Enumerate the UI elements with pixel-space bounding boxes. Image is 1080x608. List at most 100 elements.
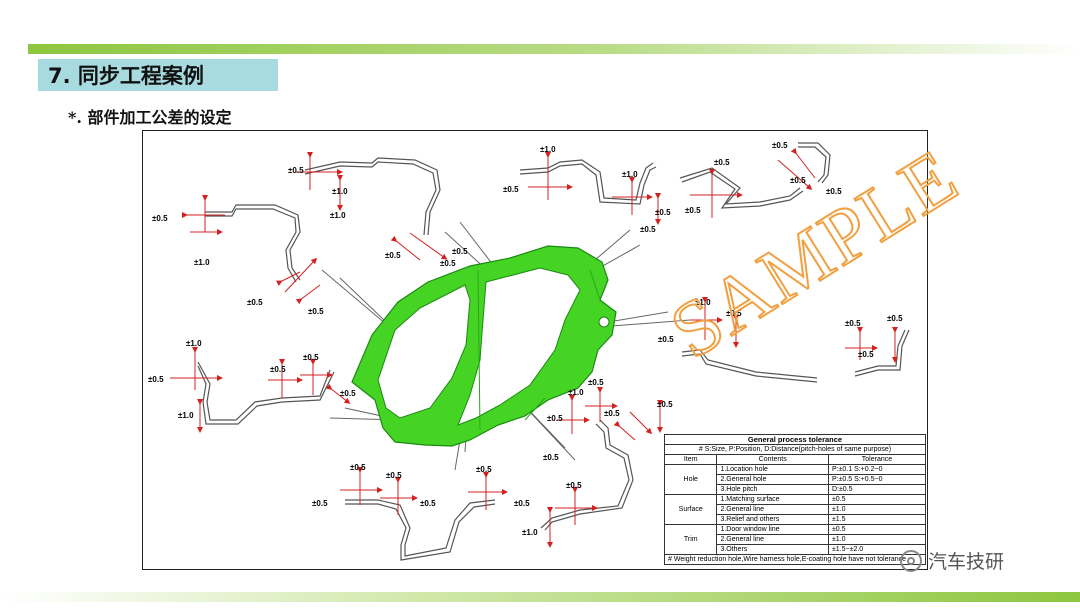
table-title: General process tolerance	[664, 434, 926, 445]
table-cell: 3.Others	[716, 544, 829, 555]
bottom-accent-bar	[0, 592, 1080, 602]
section-profile	[345, 503, 496, 561]
tolerance-label: ±0.5	[604, 409, 620, 418]
table-cell: 1.Matching surface	[716, 494, 829, 505]
section-profile	[197, 361, 331, 421]
dimension-marks	[170, 152, 898, 548]
table-cell: 3.Hole pitch	[716, 484, 829, 495]
tolerance-label: ±1.0	[194, 258, 210, 267]
table-cell: ±1.0	[827, 534, 927, 545]
section-profile	[304, 157, 441, 236]
table-cell: P:±0.1 S:+0.2~0	[827, 464, 927, 475]
section-profile	[854, 329, 906, 373]
tolerance-label: ±0.5	[790, 176, 806, 185]
section-profile	[304, 161, 437, 236]
section-profile	[205, 208, 297, 283]
tolerance-label: ±0.5	[308, 307, 324, 316]
wechat-icon	[900, 549, 922, 572]
tolerance-label: ±1.0	[622, 170, 638, 179]
brand-watermark: 汽车技研	[900, 547, 1004, 574]
tolerance-label: ±0.5	[714, 158, 730, 167]
table-cell: 1.Door window line	[716, 524, 829, 535]
tolerance-label: ±0.5	[640, 225, 656, 234]
table-cell: ±0.5	[827, 524, 927, 535]
table-cell: P:±0.5 S:+0.5~0	[827, 474, 927, 485]
tolerance-label: ±0.5	[385, 251, 401, 260]
table-cell: 1.Location hole	[716, 464, 829, 475]
tolerance-label: ±1.0	[332, 187, 348, 196]
section-profile	[519, 159, 654, 201]
tolerance-label: ±1.0	[540, 145, 556, 154]
section-profile	[544, 419, 634, 531]
tolerance-label: ±1.0	[330, 211, 346, 220]
tolerance-label: ±0.5	[845, 319, 861, 328]
table-cell: ±1.5	[827, 514, 927, 525]
section-profile	[681, 353, 818, 383]
tolerance-label: ±0.5	[685, 206, 701, 215]
tolerance-label: ±1.0	[186, 339, 202, 348]
section-profile	[798, 142, 831, 184]
table-cell: ±0.5	[827, 494, 927, 505]
general-process-tolerance-table: General process tolerance # S:Size, P:Po…	[663, 434, 927, 565]
tolerance-label: ±0.5	[247, 298, 263, 307]
top-accent-bar	[28, 44, 1080, 54]
section-profile	[540, 423, 630, 529]
table-cell: 3.Relief and others	[716, 514, 829, 525]
column-header: Tolerance	[827, 454, 927, 465]
tolerance-label: ±0.5	[420, 499, 436, 508]
tolerance-label: ±0.5	[452, 247, 468, 256]
tolerance-label: ±0.5	[312, 499, 328, 508]
tolerance-label: ±0.5	[566, 481, 582, 490]
table-legend: # S:Size, P:Position, D:Distance(pitch-h…	[664, 444, 926, 455]
tolerance-label: ±0.5	[858, 350, 874, 359]
tolerance-label: ±0.5	[547, 414, 563, 423]
tolerance-label: ±0.5	[657, 400, 673, 409]
section-profile	[197, 365, 335, 425]
table-cell: ±1.0	[827, 504, 927, 515]
column-header: Item	[663, 454, 718, 465]
tolerance-label: ±0.5	[887, 314, 903, 323]
table-cell: D:±0.5	[827, 484, 927, 495]
tolerance-label: ±0.5	[503, 185, 519, 194]
tolerance-label: ±0.5	[655, 208, 671, 217]
tolerance-label: ±1.0	[695, 298, 711, 307]
tolerance-label: ±0.5	[514, 499, 530, 508]
tolerance-label: ±0.5	[350, 463, 366, 472]
slide-title: 7. 同步工程案例	[38, 59, 278, 91]
group-label: Trim	[663, 524, 718, 555]
tolerance-label: ±1.0	[522, 528, 538, 537]
tolerance-labels: ±0.5 ±1.0 ±0.5 ±0.5 ±1.0 ±0.5 ±1.0 ±0.5 …	[148, 141, 903, 537]
tolerance-label: ±0.5	[726, 309, 742, 318]
tolerance-label: ±1.0	[178, 411, 194, 420]
tolerance-label: ±0.5	[340, 389, 356, 398]
section-profile	[681, 349, 818, 379]
section-profile	[679, 167, 801, 205]
group-label: Hole	[663, 464, 718, 495]
column-header: Contents	[716, 454, 829, 465]
tolerance-label: ±0.5	[386, 471, 402, 480]
tolerance-label: ±0.5	[440, 259, 456, 268]
table-cell: 2.General line	[716, 534, 829, 545]
section-profile	[798, 146, 827, 183]
tolerance-label: ±0.5	[826, 187, 842, 196]
slide-subtitle: *. 部件加工公差的设定	[68, 108, 232, 127]
table-cell: 2.General hole	[716, 474, 829, 485]
green-body-side	[351, 245, 617, 447]
tolerance-label: ±0.5	[303, 353, 319, 362]
tolerance-label: ±0.5	[658, 335, 674, 344]
tolerance-label: ±0.5	[772, 141, 788, 150]
tolerance-label: ±0.5	[588, 378, 604, 387]
tolerance-label: ±0.5	[152, 214, 168, 223]
table-footnote: # Weight reduction hole,Wire harness hol…	[664, 554, 926, 565]
table-cell: 2.General line	[716, 504, 829, 515]
drawing-frame	[142, 130, 928, 570]
section-profile	[345, 499, 496, 557]
tolerance-label: ±0.5	[270, 365, 286, 374]
tolerance-label: ±0.5	[476, 465, 492, 474]
group-label: Surface	[663, 494, 718, 525]
tolerance-label: ±1.0	[568, 388, 584, 397]
tolerance-label: ±0.5	[288, 166, 304, 175]
tolerance-label: ±0.5	[543, 453, 559, 462]
section-profile	[854, 329, 910, 377]
